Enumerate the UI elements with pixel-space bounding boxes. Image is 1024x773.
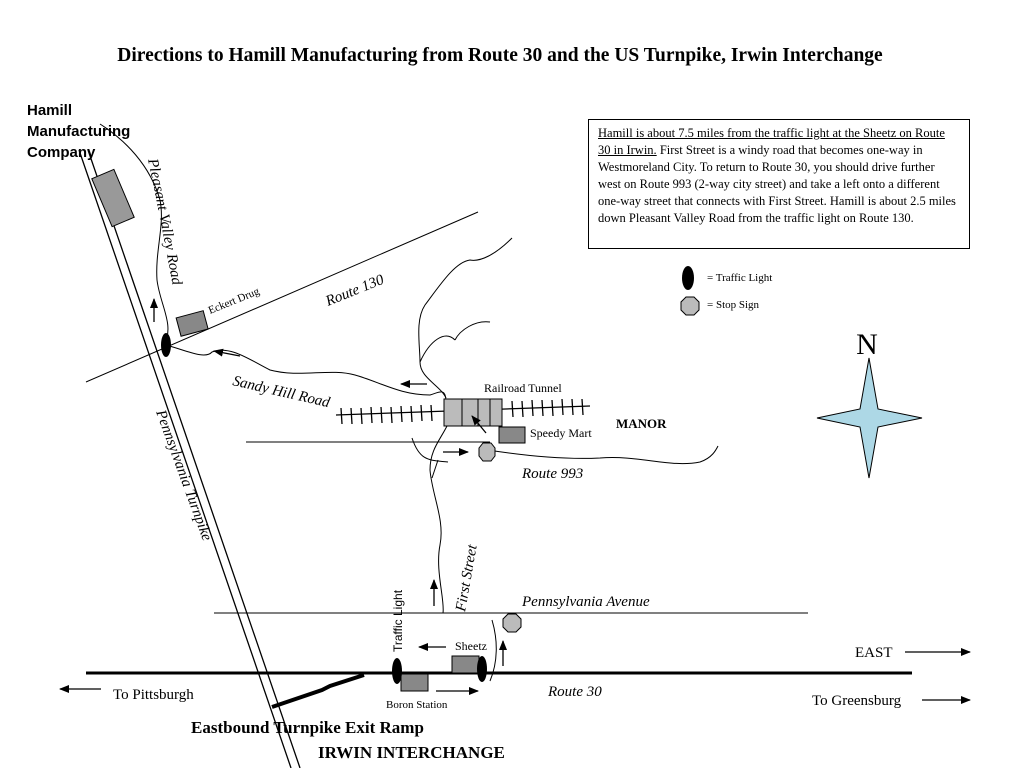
direction-arrows xyxy=(59,298,971,704)
route-993-label: Route 993 xyxy=(521,466,583,482)
map-title: Directions to Hamill Manufacturing from … xyxy=(117,45,883,66)
first-street-label: First Street xyxy=(453,543,481,614)
legend-stop-sign-label: = Stop Sign xyxy=(707,299,760,311)
sheetz-building xyxy=(451,655,480,674)
sandy-hill-road-label: Sandy Hill Road xyxy=(231,373,332,411)
directions-note: Hamill is about 7.5 miles from the traff… xyxy=(588,119,970,249)
stop-sign-icon xyxy=(478,442,496,462)
legend-traffic-light-label: = Traffic Light xyxy=(707,272,772,284)
legend-traffic-light-icon xyxy=(682,266,694,290)
speedy-mart-building xyxy=(498,426,526,444)
boron-station-label: Boron Station xyxy=(386,699,448,711)
to-pittsburgh-label: To Pittsburgh xyxy=(113,687,194,703)
destination-line-3: Company xyxy=(27,144,96,161)
arrow-icon xyxy=(213,348,241,357)
stop-sign-icon xyxy=(502,613,522,633)
traffic-light-icon xyxy=(161,333,171,357)
to-greensburg-label: To Greensburg xyxy=(812,693,902,709)
destination-line-1: Hamill xyxy=(27,102,72,119)
sheetz-label: Sheetz xyxy=(455,639,487,653)
route-30-label: Route 30 xyxy=(547,684,602,700)
note-underlined-text: Hamill is about 7.5 miles from the traff… xyxy=(598,126,945,157)
arrow-icon xyxy=(471,415,487,434)
route-130-label: Route 130 xyxy=(323,272,387,310)
railroad-track xyxy=(335,398,591,425)
traffic-light-label: Traffic Light xyxy=(391,589,405,652)
sandy-hill-road xyxy=(165,344,447,401)
hamill-building xyxy=(91,168,135,228)
east-label: EAST xyxy=(855,645,893,661)
destination-line-2: Manufacturing xyxy=(27,123,130,140)
pleasant-valley-road-label: Pleasant Valley Road xyxy=(144,156,185,286)
speedy-mart-label: Speedy Mart xyxy=(530,426,592,440)
railroad-tunnel-label: Railroad Tunnel xyxy=(484,381,562,395)
traffic-light-icon xyxy=(392,658,402,684)
pleasant-valley-road xyxy=(99,123,169,346)
pennsylvania-avenue-label: Pennsylvania Avenue xyxy=(521,594,650,610)
compass-rose-icon xyxy=(816,357,923,479)
route-130-road xyxy=(85,211,479,383)
manor-streets xyxy=(411,237,719,682)
legend-stop-sign-icon xyxy=(680,296,700,316)
exit-ramp-label: Eastbound Turnpike Exit Ramp xyxy=(191,718,424,737)
exit-ramp-road xyxy=(271,673,365,709)
manor-label: MANOR xyxy=(616,416,667,431)
pennsylvania-turnpike xyxy=(78,149,301,769)
eckert-drug-label: Eckert Drug xyxy=(207,285,262,317)
compass-north-label: N xyxy=(856,328,878,361)
irwin-interchange-label: IRWIN INTERCHANGE xyxy=(318,743,505,762)
traffic-light-icon xyxy=(477,656,487,682)
railroad-tunnel xyxy=(443,398,503,427)
boron-station-building xyxy=(400,673,429,692)
eckert-drug-building xyxy=(175,310,209,337)
note-body-text: First Street is a windy road that become… xyxy=(598,143,956,225)
